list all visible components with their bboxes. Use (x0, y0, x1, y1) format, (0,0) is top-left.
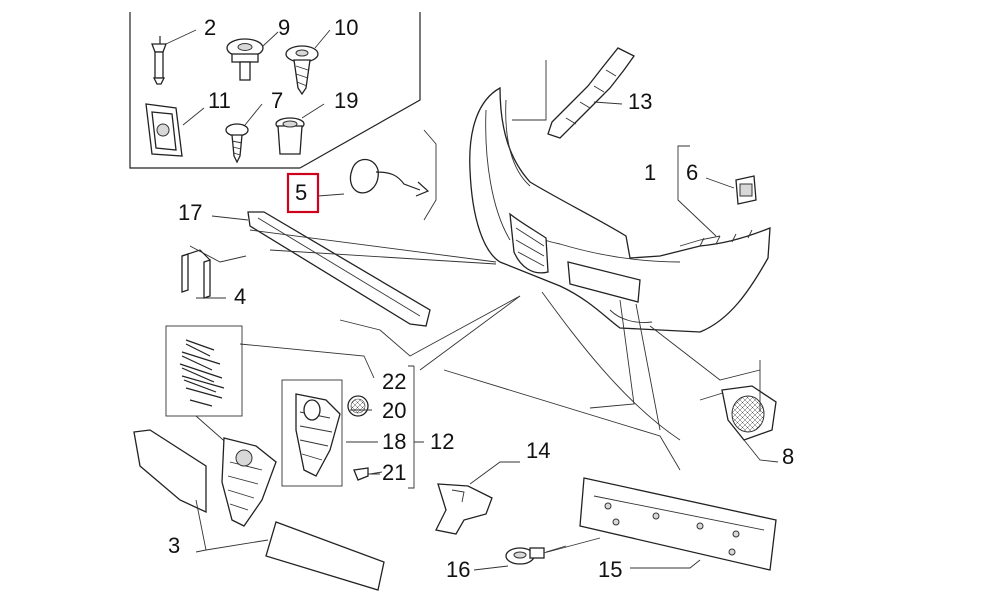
leader-bracket-12 (346, 365, 424, 489)
tow-cover-part-5 (317, 158, 430, 197)
grille-part-18 (281, 379, 343, 487)
callout-16: 16 (446, 557, 470, 582)
callout-3: 3 (168, 533, 180, 558)
callout-15: 15 (598, 557, 622, 582)
screw-part-10 (285, 29, 331, 96)
callout-6: 6 (686, 160, 698, 185)
bush-part-19 (275, 103, 325, 155)
rivet-part-16 (473, 545, 567, 571)
callout-12: 12 (430, 429, 454, 454)
callout-19: 19 (334, 88, 358, 113)
badge-part-20 (347, 395, 369, 417)
highlight-box-5 (286, 172, 320, 214)
center-grille (221, 437, 277, 527)
leader-lines (249, 229, 761, 471)
callout-7: 7 (271, 88, 283, 113)
callout-5: 5 (295, 180, 307, 205)
bolt-part-9 (226, 31, 279, 81)
callout-9: 9 (278, 15, 290, 40)
rivet-part-2 (151, 29, 197, 85)
callout-17: 17 (178, 200, 202, 225)
screw-part-21 (353, 467, 383, 481)
callout-2: 2 (204, 15, 216, 40)
screw-part-7 (225, 103, 263, 164)
callout-18: 18 (382, 429, 406, 454)
callout-1: 1 (644, 160, 656, 185)
callout-13: 13 (628, 89, 652, 114)
callout-14: 14 (526, 438, 550, 463)
bracket-part-14 (435, 461, 520, 535)
bracket-part-13 (512, 47, 635, 139)
hardware-panel-frame (129, 12, 421, 169)
fog-grille-part-8 (721, 360, 779, 463)
callout-4: 4 (234, 284, 246, 309)
callout-8: 8 (782, 444, 794, 469)
leader-bracket-5 (423, 129, 437, 221)
lower-grille-part-3 (133, 429, 385, 591)
bumper-shell-part-1 (469, 86, 771, 333)
plate-holder-part-15 (539, 477, 777, 571)
callout-22: 22 (382, 369, 406, 394)
callout-10: 10 (334, 15, 358, 40)
clip-nut-part-11 (145, 103, 205, 157)
clip-part-4 (181, 245, 247, 299)
callout-21: 21 (382, 460, 406, 485)
grille-strips-part-22 (165, 325, 375, 447)
clip-part-6 (677, 145, 757, 237)
callout-11: 11 (208, 88, 231, 113)
callout-20: 20 (382, 398, 406, 423)
